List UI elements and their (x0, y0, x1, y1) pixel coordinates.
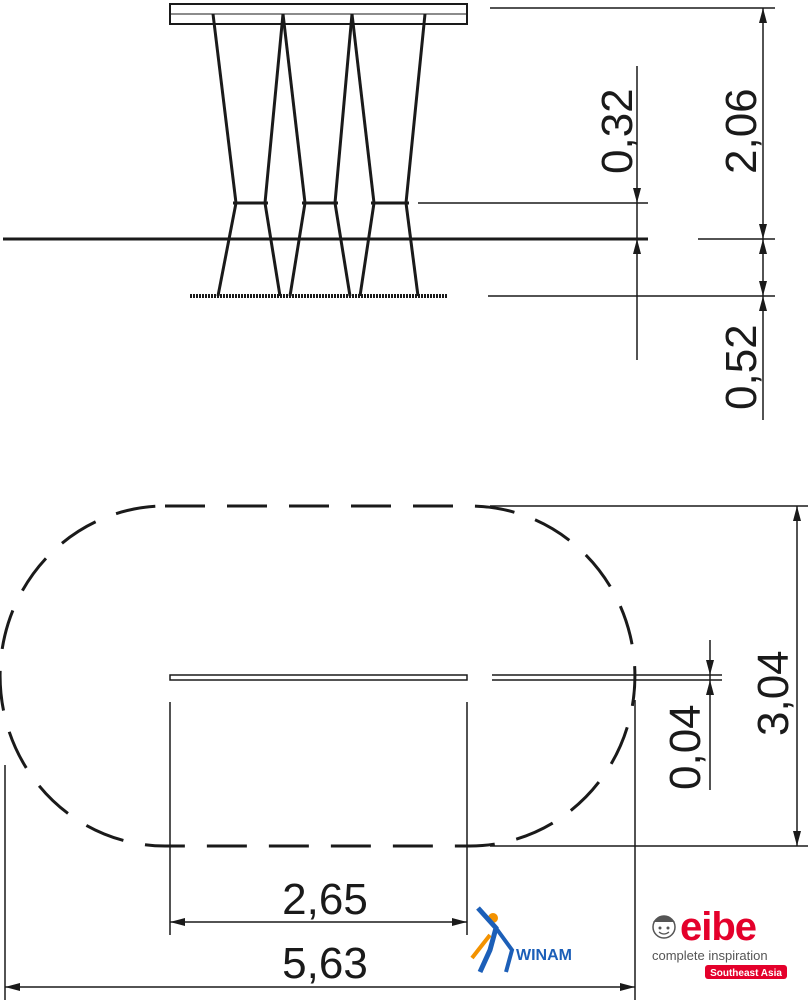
dim-label-total-length: 5,63 (282, 939, 368, 988)
plan-beam (169, 674, 468, 681)
elevation-view (3, 3, 775, 420)
plan-arrows (5, 506, 801, 991)
eibe-wordmark: eibe (680, 905, 756, 949)
eibe-region-badge (705, 965, 787, 979)
dim-label-foundation: 0,52 (717, 324, 766, 410)
dim-label-top-gap: 0,32 (593, 88, 642, 174)
elevation-arrows (633, 8, 767, 311)
winam-wordmark: WINAM (516, 947, 572, 964)
winam-figure-icon (470, 906, 515, 974)
eibe-tagline: complete inspiration (652, 948, 768, 963)
safety-zone-outline (0, 504, 637, 848)
eibe-logo: eibe complete inspiration Southeast Asia (652, 905, 787, 979)
elevation-dimension-lines (418, 7, 775, 420)
dim-label-total-height: 2,06 (717, 88, 766, 174)
dim-label-depth: 3,04 (749, 650, 798, 736)
dim-label-beam-width: 0,04 (661, 704, 710, 790)
dim-label-inner-length: 2,65 (282, 875, 368, 924)
winam-logo: WINAM (470, 906, 572, 974)
eibe-region-label: Southeast Asia (710, 968, 782, 979)
net-ropes (211, 13, 427, 297)
eibe-face-icon (652, 915, 676, 939)
plan-view (0, 504, 808, 1000)
